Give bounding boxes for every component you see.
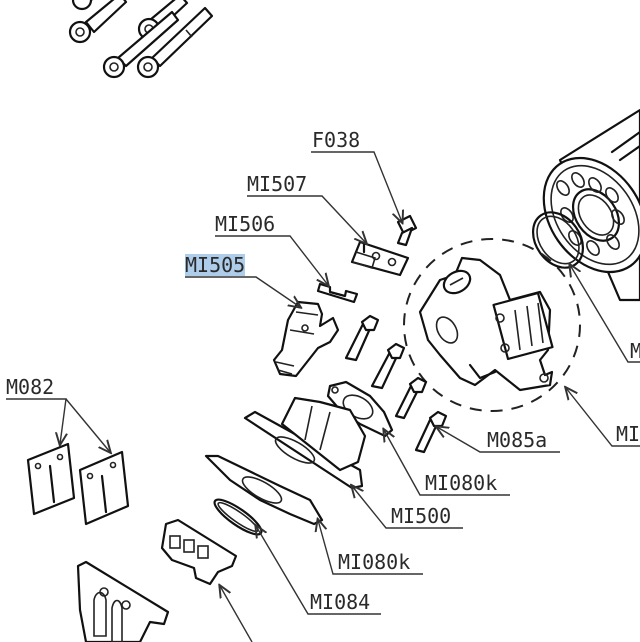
bolt-part — [136, 6, 214, 79]
label-right-mi[interactable]: MI — [616, 422, 640, 446]
reed-petal-part[interactable] — [26, 442, 76, 516]
carburetor-part[interactable] — [418, 256, 554, 392]
label-mi080k-bottom[interactable]: MI080k — [338, 550, 411, 574]
carburetor-group-outline — [403, 238, 581, 412]
label-mi080k-top[interactable]: MI080k — [425, 471, 498, 495]
label-mi084[interactable]: MI084 — [310, 590, 371, 614]
bolt-middle-part[interactable] — [344, 314, 380, 362]
manifold-mi500-part[interactable] — [243, 396, 367, 490]
reed-petal-part[interactable] — [78, 450, 130, 526]
bolt-middle-part[interactable] — [370, 342, 406, 390]
label-mi507[interactable]: MI507 — [247, 172, 308, 196]
label-mi506[interactable]: MI506 — [215, 212, 276, 236]
label-mi505-selected[interactable]: MI505 — [185, 253, 246, 277]
bolt-m085a-part[interactable] — [414, 410, 448, 454]
label-m085a[interactable]: M085a — [487, 428, 548, 452]
bolt-middle-part[interactable] — [394, 376, 428, 420]
bracket-mi507-part[interactable] — [350, 240, 410, 277]
o-ring-mi084-part[interactable] — [210, 494, 265, 539]
label-mi500[interactable]: MI500 — [391, 504, 452, 528]
label-f038[interactable]: F038 — [312, 128, 361, 152]
label-m082[interactable]: M082 — [6, 375, 55, 399]
rotor-part[interactable] — [523, 108, 640, 302]
bolts-top-group[interactable] — [68, 0, 214, 79]
gasket-mi080k-bottom-part[interactable] — [204, 454, 324, 526]
bolt-part — [71, 0, 94, 11]
reed-housing-part[interactable] — [76, 560, 170, 642]
bolt-part — [102, 10, 180, 79]
clip-mi506-part[interactable] — [316, 282, 359, 304]
label-right-m[interactable]: M — [630, 339, 640, 363]
bolt-part — [68, 0, 128, 44]
reed-block-part[interactable] — [160, 518, 238, 586]
injector-mi505-part[interactable] — [272, 300, 340, 378]
leader-lines — [6, 151, 640, 642]
